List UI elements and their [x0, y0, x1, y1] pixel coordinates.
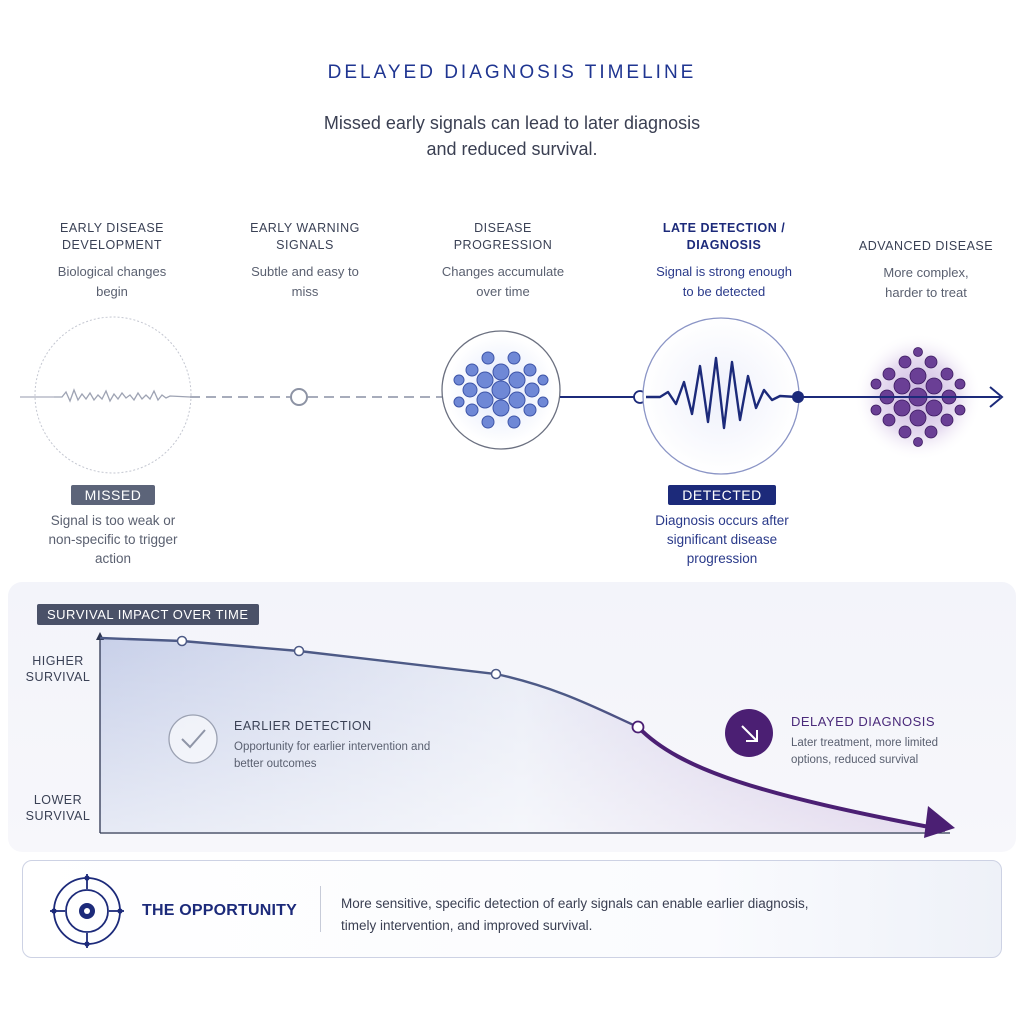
missed-badge: MISSED: [70, 485, 156, 505]
page-title: DELAYED DIAGNOSIS TIMELINE: [327, 62, 697, 83]
stage-advanced-disease: ADVANCED DISEASE More complex, harder to…: [836, 238, 1016, 303]
earlier-detection-description: Opportunity for earlier intervention and…: [234, 741, 431, 770]
detected-description: Diagnosis occurs after significant disea…: [655, 513, 789, 566]
delayed-diagnosis-title: DELAYED DIAGNOSIS: [791, 714, 936, 729]
stage-early-warning: EARLY WARNING SIGNALS Subtle and easy to…: [215, 220, 395, 302]
signal-wave-icon: [646, 356, 798, 430]
opportunity-text: More sensitive, specific detection of ea…: [341, 896, 809, 933]
target-icon: [50, 874, 124, 948]
page-subtitle: Missed early signals can lead to later d…: [323, 113, 701, 159]
delayed-diagnosis-description: Later treatment, more limited options, r…: [791, 737, 939, 766]
missed-description: Signal is too weak or non-specific to tr…: [48, 513, 178, 566]
stage-description: Signal is strong enough to be detected: [656, 264, 792, 299]
stage-description: Subtle and easy to miss: [251, 264, 359, 299]
curve-node: [293, 645, 305, 657]
timeline-graphic: [20, 316, 1004, 475]
stage-heading: ADVANCED DISEASE: [858, 239, 994, 253]
stage-description: Changes accumulate over time: [441, 264, 565, 299]
survival-badge: SURVIVAL IMPACT OVER TIME: [37, 604, 259, 625]
detected-badge: DETECTED: [668, 485, 776, 505]
missed-status: MISSED Signal is too weak or non-specifi…: [13, 485, 213, 568]
opportunity-divider: [320, 886, 321, 932]
stage-early-development: EARLY DISEASE DEVELOPMENT Biological cha…: [22, 220, 202, 302]
stage-heading: DISEASE PROGRESSION: [453, 221, 553, 252]
stage-late-detection: LATE DETECTION / DIAGNOSIS Signal is str…: [634, 220, 814, 302]
y-axis-low-label: LOWER SURVIVAL: [25, 793, 91, 823]
curve-arrowhead: [924, 806, 955, 838]
warning-signal-node: [290, 388, 308, 406]
curve-node: [631, 720, 645, 734]
delayed-curve-segment: [636, 725, 946, 832]
weak-signal-wave: [54, 388, 191, 403]
stage-description: Biological changes begin: [57, 264, 167, 299]
survival-curve-graphic: [96, 632, 955, 838]
curve-node: [176, 635, 188, 647]
stage-description: More complex, harder to treat: [883, 265, 969, 300]
checkmark-icon: [168, 714, 218, 764]
detected-status: DETECTED Diagnosis occurs after signific…: [622, 485, 822, 568]
earlier-detection-title: EARLIER DETECTION: [234, 719, 372, 733]
cell-cluster-image: [453, 351, 549, 429]
stage-heading: LATE DETECTION / DIAGNOSIS: [662, 221, 786, 252]
stage-heading: EARLY DISEASE DEVELOPMENT: [60, 221, 164, 252]
early-signal-circle: [34, 316, 192, 474]
y-axis-high-label: HIGHER SURVIVAL: [25, 654, 91, 684]
timeline-arrowhead: [989, 386, 1004, 408]
opportunity-box: [22, 860, 1002, 958]
advanced-disease-image: [870, 347, 966, 447]
opportunity-title: THE OPPORTUNITY: [142, 902, 298, 919]
stage-heading: EARLY WARNING SIGNALS: [250, 221, 360, 252]
curve-node: [490, 668, 502, 680]
stage-disease-progression: DISEASE PROGRESSION Changes accumulate o…: [413, 220, 593, 302]
